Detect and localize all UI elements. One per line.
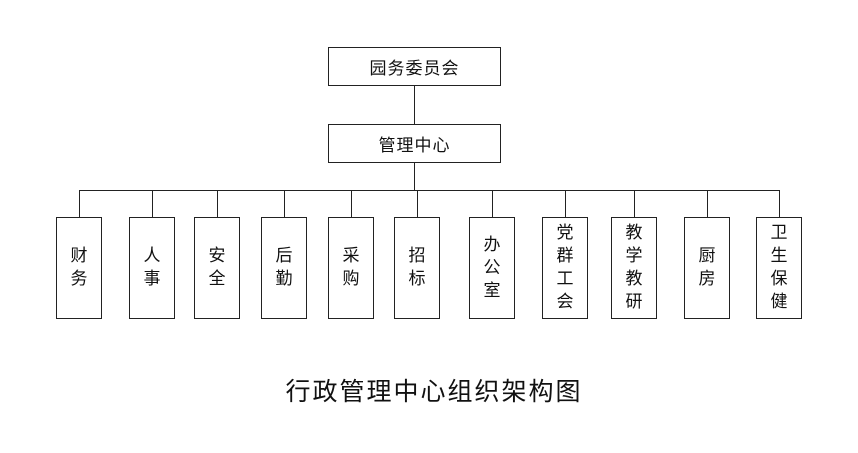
connector-drop [217, 190, 218, 217]
dept-personnel: 人事 [129, 217, 175, 319]
dept-office: 办公室 [469, 217, 515, 319]
node-garden-committee: 园务委员会 [328, 47, 501, 86]
dept-personnel-label: 人事 [143, 246, 161, 289]
connector-drop [565, 190, 566, 217]
node-management-center: 管理中心 [328, 124, 501, 163]
connector-drop [284, 190, 285, 217]
dept-bidding: 招标 [394, 217, 440, 319]
dept-safety: 安全 [194, 217, 240, 319]
connector-drop [79, 190, 80, 217]
dept-procurement-label: 采购 [342, 246, 360, 289]
dept-party-union: 党群工会 [542, 217, 588, 319]
connector-drop [779, 190, 780, 217]
node-garden-committee-label: 园务委员会 [369, 59, 460, 79]
dept-kitchen: 厨房 [684, 217, 730, 319]
connector-horizontal-bus [79, 190, 780, 191]
connector-drop [152, 190, 153, 217]
dept-kitchen-label: 厨房 [698, 246, 716, 289]
node-management-center-label: 管理中心 [378, 136, 451, 156]
dept-office-label: 办公室 [483, 234, 501, 301]
connector-drop [417, 190, 418, 217]
connector-drop [492, 190, 493, 217]
connector-drop [707, 190, 708, 217]
dept-party-union-label: 党群工会 [556, 223, 574, 312]
connector-top-to-middle [414, 86, 415, 124]
dept-finance: 财务 [56, 217, 102, 319]
diagram-caption: 行政管理中心组织架构图 [0, 372, 858, 408]
dept-teaching-research-label: 教学教研 [625, 223, 643, 312]
dept-bidding-label: 招标 [408, 246, 426, 289]
dept-teaching-research: 教学教研 [611, 217, 657, 319]
dept-finance-label: 财务 [70, 246, 88, 289]
dept-safety-label: 安全 [208, 246, 226, 289]
connector-drop [351, 190, 352, 217]
dept-logistics-label: 后勤 [275, 246, 293, 289]
connector-drop [634, 190, 635, 217]
dept-logistics: 后勤 [261, 217, 307, 319]
diagram-caption-text: 行政管理中心组织架构图 [285, 377, 583, 406]
dept-health-care-label: 卫生保健 [770, 223, 788, 312]
dept-procurement: 采购 [328, 217, 374, 319]
dept-health-care: 卫生保健 [756, 217, 802, 319]
connector-middle-down [414, 163, 415, 190]
